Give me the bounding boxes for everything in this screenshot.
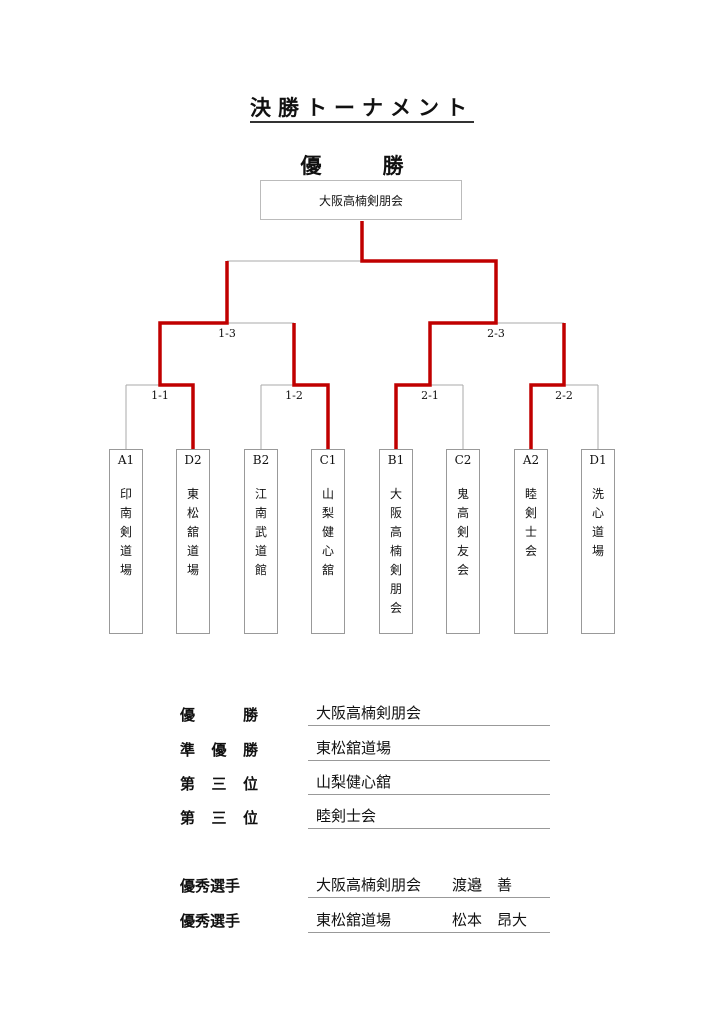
- team-name: 江南武道館: [254, 487, 267, 577]
- page-title: 決勝トーナメント: [0, 92, 724, 123]
- team-seed: A2: [522, 453, 540, 467]
- team-box: B2 江南武道館: [244, 449, 278, 634]
- label-char: 第: [180, 775, 196, 793]
- bracket-winner-path: [158, 221, 566, 449]
- mvp-value: 東松舘道場 松本 昂大: [308, 909, 550, 933]
- label-char: 位: [242, 775, 258, 793]
- team-box: D2 東松舘道場: [176, 449, 210, 634]
- match-label-1-2: 1-2: [285, 389, 303, 402]
- team-box: A1 印南剣道場: [109, 449, 143, 634]
- label-char: 第: [180, 809, 196, 827]
- label-char: 勝: [242, 706, 258, 724]
- champion-heading: 優 勝: [300, 154, 424, 178]
- result-value-champion: 大阪高楠剣朋会: [308, 702, 550, 726]
- result-label-third: 第三位: [180, 773, 258, 794]
- team-seed: B2: [252, 453, 270, 467]
- team-seed: C2: [454, 453, 472, 467]
- result-value-third: 山梨健心舘: [308, 771, 550, 795]
- label-char: 勝: [242, 741, 258, 759]
- team-name: 東松舘道場: [186, 487, 199, 577]
- match-label-2-3: 2-3: [487, 327, 505, 340]
- team-seed: D2: [184, 453, 202, 467]
- team-box: A2 睦剣士会: [514, 449, 548, 634]
- match-label-2-1: 2-1: [421, 389, 439, 402]
- mvp-value: 大阪高楠剣朋会 渡邉 善: [308, 874, 550, 898]
- team-name: 山梨健心舘: [321, 487, 334, 577]
- label-char: 三: [211, 775, 227, 793]
- label-char: 三: [211, 809, 227, 827]
- result-label-champion: 優勝: [180, 704, 258, 725]
- team-name: 睦剣士会: [524, 487, 537, 558]
- mvp-player: 渡邉 善: [452, 876, 513, 894]
- team-name: 大阪高楠剣朋会: [389, 487, 402, 615]
- match-label-1-1: 1-1: [151, 389, 169, 402]
- team-box: B1 大阪高楠剣朋会: [379, 449, 413, 634]
- label-char: 優: [180, 706, 196, 724]
- mvp-team: 大阪高楠剣朋会: [316, 876, 422, 894]
- label-char: 準: [180, 741, 196, 759]
- team-box: D1 洗心道場: [581, 449, 615, 634]
- label-char: 優: [211, 741, 227, 759]
- bracket-grey-lines: [125, 260, 599, 449]
- mvp-label: 優秀選手: [180, 912, 241, 930]
- result-label-third: 第三位: [180, 807, 258, 828]
- team-seed: B1: [387, 453, 405, 467]
- result-value-third: 睦剣士会: [308, 805, 550, 829]
- title-text: 決勝トーナメント: [250, 96, 474, 123]
- team-name: 鬼高剣友会: [456, 487, 469, 577]
- mvp-label: 優秀選手: [180, 877, 241, 895]
- result-value-runner-up: 東松舘道場: [308, 737, 550, 761]
- team-box: C1 山梨健心舘: [311, 449, 345, 634]
- champion-box: 大阪高楠剣朋会: [260, 180, 462, 220]
- match-label-2-2: 2-2: [555, 389, 573, 402]
- team-seed: D1: [589, 453, 607, 467]
- team-box: C2 鬼高剣友会: [446, 449, 480, 634]
- team-seed: A1: [117, 453, 135, 467]
- match-label-1-3: 1-3: [218, 327, 236, 340]
- team-seed: C1: [319, 453, 337, 467]
- team-name: 印南剣道場: [119, 487, 132, 577]
- result-label-runner-up: 準優勝: [180, 739, 258, 760]
- mvp-player: 松本 昂大: [452, 911, 528, 929]
- label-char: 位: [242, 809, 258, 827]
- team-name: 洗心道場: [591, 487, 604, 558]
- mvp-team: 東松舘道場: [316, 911, 392, 929]
